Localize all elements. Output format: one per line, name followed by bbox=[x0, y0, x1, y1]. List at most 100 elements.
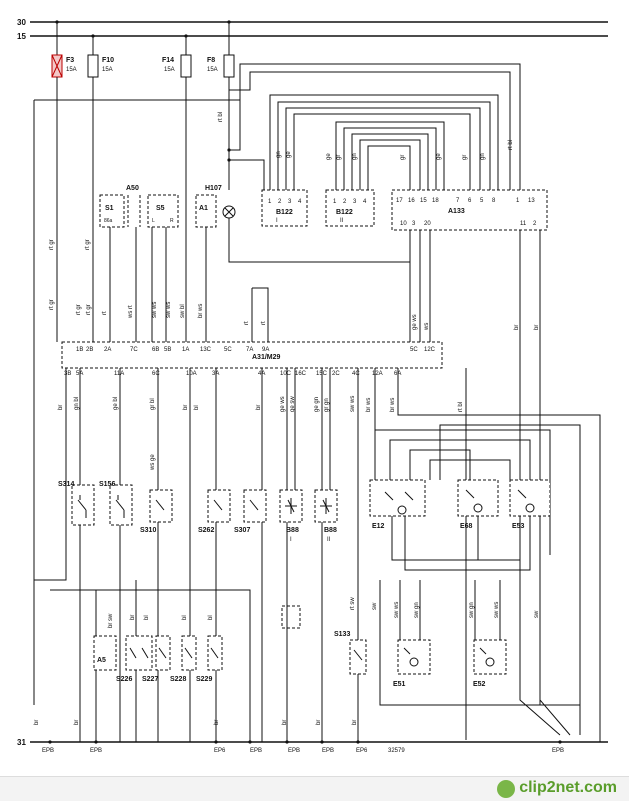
svg-text:br: br bbox=[214, 720, 220, 725]
svg-text:sw: sw bbox=[534, 610, 540, 618]
svg-text:ge bl: ge bl bbox=[113, 397, 119, 410]
svg-text:S262: S262 bbox=[198, 527, 214, 534]
svg-text:S1: S1 bbox=[105, 205, 114, 212]
svg-text:II: II bbox=[340, 218, 344, 224]
svg-text:5: 5 bbox=[480, 198, 484, 204]
wire-bundle-b122-a133 bbox=[269, 94, 499, 190]
footer-bar: clip2net.com bbox=[0, 776, 629, 801]
fuse-f10: F10 15A bbox=[87, 36, 114, 78]
ground-label: EPB bbox=[288, 748, 300, 754]
svg-text:br: br bbox=[534, 325, 540, 330]
svg-text:11: 11 bbox=[520, 221, 527, 227]
svg-text:A5: A5 bbox=[97, 657, 106, 664]
svg-text:11A: 11A bbox=[114, 371, 124, 377]
b122-ii-label: B122 bbox=[336, 209, 353, 216]
svg-text:12C: 12C bbox=[424, 347, 436, 353]
svg-text:gr: gr bbox=[462, 155, 468, 160]
switch-s133: S133 bbox=[334, 631, 367, 675]
svg-text:E52: E52 bbox=[473, 681, 486, 688]
sensor-b88-i: B88 I bbox=[279, 489, 303, 543]
svg-text:13: 13 bbox=[528, 198, 535, 204]
svg-text:B88: B88 bbox=[324, 527, 337, 534]
svg-text:2A: 2A bbox=[104, 347, 111, 353]
svg-text:I: I bbox=[276, 218, 278, 224]
svg-text:br: br bbox=[282, 720, 288, 725]
svg-text:gn: gn bbox=[480, 153, 486, 160]
switch-s310: S310 bbox=[140, 489, 173, 534]
placeholder-box bbox=[281, 605, 301, 629]
svg-text:7A: 7A bbox=[246, 347, 253, 353]
module-b122-ii: 1 2 3 4 B122 II bbox=[325, 189, 375, 227]
svg-text:sw ws: sw ws bbox=[494, 602, 500, 618]
watermark: clip2net.com bbox=[497, 779, 617, 798]
svg-text:rt: rt bbox=[261, 321, 267, 325]
switch-s314: S314 bbox=[58, 481, 95, 526]
module-a31-m29: 1B 2B 2A 7C 6B 5B 1A 13C 5C 7A 9A 5C 12C… bbox=[61, 341, 443, 377]
svg-text:gn: gn bbox=[352, 153, 358, 160]
svg-text:br: br bbox=[352, 720, 358, 725]
fuse-f8: F8 15A bbox=[207, 22, 235, 78]
svg-text:gn bl: gn bl bbox=[74, 397, 80, 410]
schematic-canvas: 30 15 31 F3 15A F10 15A F14 15A F8 15A r… bbox=[17, 18, 608, 754]
svg-text:L: L bbox=[152, 218, 155, 224]
svg-text:A1: A1 bbox=[199, 205, 208, 212]
fuse-f3-rating: 15A bbox=[66, 67, 77, 73]
svg-text:E51: E51 bbox=[393, 681, 406, 688]
svg-text:sw ws: sw ws bbox=[394, 602, 400, 618]
svg-text:br sw: br sw bbox=[108, 613, 114, 628]
svg-text:rt gr: rt gr bbox=[76, 304, 82, 315]
svg-text:10A: 10A bbox=[186, 371, 197, 377]
svg-text:5C: 5C bbox=[410, 347, 418, 353]
svg-text:sw: sw bbox=[372, 602, 378, 610]
lamp-h107: H107 bbox=[205, 185, 236, 219]
clip2net-logo-icon bbox=[497, 780, 516, 798]
svg-text:sw ws: sw ws bbox=[350, 396, 356, 412]
svg-text:gr: gr bbox=[400, 155, 406, 160]
svg-text:S226: S226 bbox=[116, 676, 132, 683]
svg-text:rt bl: rt bl bbox=[508, 140, 514, 150]
svg-text:ge ws: ge ws bbox=[412, 314, 418, 330]
module-s5: S5 L R bbox=[147, 194, 179, 228]
svg-text:5B: 5B bbox=[164, 347, 171, 353]
svg-text:4: 4 bbox=[298, 199, 302, 205]
svg-text:ge: ge bbox=[326, 153, 332, 160]
svg-text:bl: bl bbox=[208, 615, 214, 620]
svg-text:S133: S133 bbox=[334, 631, 350, 638]
ground-label: EPB bbox=[552, 748, 564, 754]
svg-text:S227: S227 bbox=[142, 676, 158, 683]
fuse-f3-label: F3 bbox=[66, 57, 74, 64]
ground-label: EP6 bbox=[214, 748, 226, 754]
svg-text:9A: 9A bbox=[262, 347, 269, 353]
svg-text:br: br bbox=[256, 405, 262, 410]
module-a133: 17 16 15 18 7 6 5 8 1 13 A133 10 3 20 11… bbox=[391, 189, 548, 231]
svg-text:15: 15 bbox=[420, 198, 427, 204]
svg-text:2: 2 bbox=[533, 221, 537, 227]
svg-text:2: 2 bbox=[278, 199, 282, 205]
svg-text:bl: bl bbox=[144, 615, 150, 620]
svg-text:7: 7 bbox=[456, 198, 460, 204]
switch-s229: S229 bbox=[196, 635, 223, 683]
a31-label: A31/M29 bbox=[252, 354, 281, 361]
drawing-number: 32579 bbox=[388, 748, 405, 754]
svg-text:6: 6 bbox=[468, 198, 472, 204]
watermark-text: clip2net.com bbox=[519, 779, 617, 796]
svg-text:2: 2 bbox=[343, 199, 347, 205]
svg-text:13C: 13C bbox=[200, 347, 212, 353]
svg-text:E53: E53 bbox=[512, 523, 525, 530]
svg-text:br ws: br ws bbox=[366, 398, 372, 412]
sensor-b88-ii: B88 II bbox=[314, 489, 338, 543]
svg-text:ws: ws bbox=[424, 323, 430, 331]
svg-text:rt gr: rt gr bbox=[85, 239, 91, 250]
svg-text:3: 3 bbox=[412, 221, 416, 227]
svg-text:S307: S307 bbox=[234, 527, 250, 534]
a50-label: A50 bbox=[126, 185, 139, 192]
svg-text:3: 3 bbox=[353, 199, 357, 205]
svg-text:6B: 6B bbox=[152, 347, 159, 353]
svg-text:gn: gn bbox=[276, 151, 282, 158]
svg-text:bl: bl bbox=[194, 405, 200, 410]
svg-text:2C: 2C bbox=[332, 371, 340, 377]
svg-text:1: 1 bbox=[333, 199, 337, 205]
svg-text:5C: 5C bbox=[224, 347, 232, 353]
svg-text:8: 8 bbox=[492, 198, 496, 204]
svg-text:4C: 4C bbox=[352, 371, 360, 377]
